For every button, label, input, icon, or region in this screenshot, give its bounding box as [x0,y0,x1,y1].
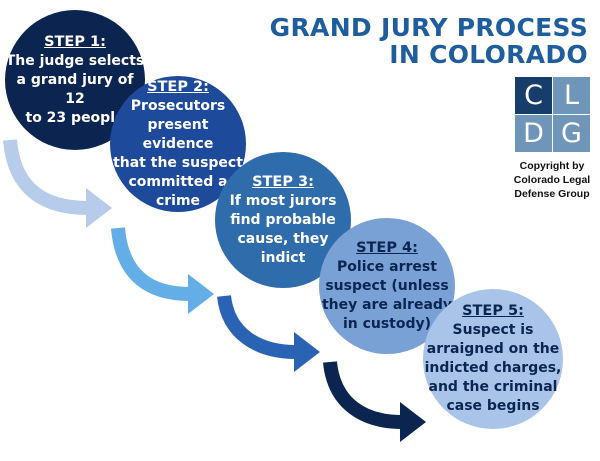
step-1-text-line: to 23 people [25,109,125,126]
step-1-text-line: The judge selects [5,52,145,69]
step-2-text-line: present evidence [142,116,214,152]
step-2-text-line: committed a [128,173,228,190]
step-1-text-line: a grand jury of 12 [16,71,134,107]
step-4-text-line: in custody) [342,315,432,332]
step-5-text-line: arraigned on the [426,341,560,357]
step-5-text-line: indicted charges, [424,360,562,376]
step-5-text-line: and the criminal [428,379,558,395]
step-4-text-line: Police arrest [337,258,437,275]
step-4-heading: STEP 4: [356,239,418,256]
step-2-text-line: Prosecutors [130,97,226,114]
step-5-circle: STEP 5: Suspect is arraigned on the indicte… [423,289,563,429]
copyright-line-1: Copyright by [519,160,585,172]
title-line-1: GRAND JURY PROCESS [269,13,588,42]
cldg-logo: C L D G [515,77,590,152]
step-5-heading: STEP 5: [462,303,524,319]
step-3-heading: STEP 3: [252,173,314,190]
step-3-circle: STEP 3: If most jurors find probable cause,… [215,152,351,288]
arrow-3 [217,294,320,372]
step-4-text-line: they are already [321,296,453,313]
step-2-text-line: crime [155,192,201,209]
logo-letter-l: L [553,77,590,114]
step-2-heading: STEP 2: [147,78,209,95]
step-4-text-line: suspect (unless [325,277,449,294]
step-1-circle: STEP 1: The judge selects a grand jury of … [5,10,145,150]
copyright-notice: Copyright by Colorado Legal Defense Grou… [506,159,598,201]
step-2-text-line: that the suspect [113,154,243,171]
logo-letter-c: C [515,77,552,114]
logo-letter-d: D [515,115,552,152]
step-5-text-line: case begins [446,398,540,414]
arrow-4 [323,361,426,442]
arrow-2 [111,227,214,314]
step-3-text-line: cause, they [237,230,329,247]
copyright-line-2: Colorado Legal [513,174,591,186]
step-3-text-line: find probable [230,211,336,228]
arrow-1 [3,139,112,228]
logo-letter-g: G [553,115,590,152]
copyright-line-3: Defense Group [514,188,590,200]
step-5-text-line: Suspect is [452,322,534,338]
title-line-2: IN COLORADO [389,40,588,69]
page-title: GRAND JURY PROCESS IN COLORADO [270,14,588,68]
step-3-text-line: If most jurors [229,192,337,209]
step-1-heading: STEP 1: [44,33,106,50]
step-3-text-line: indict [260,249,306,266]
